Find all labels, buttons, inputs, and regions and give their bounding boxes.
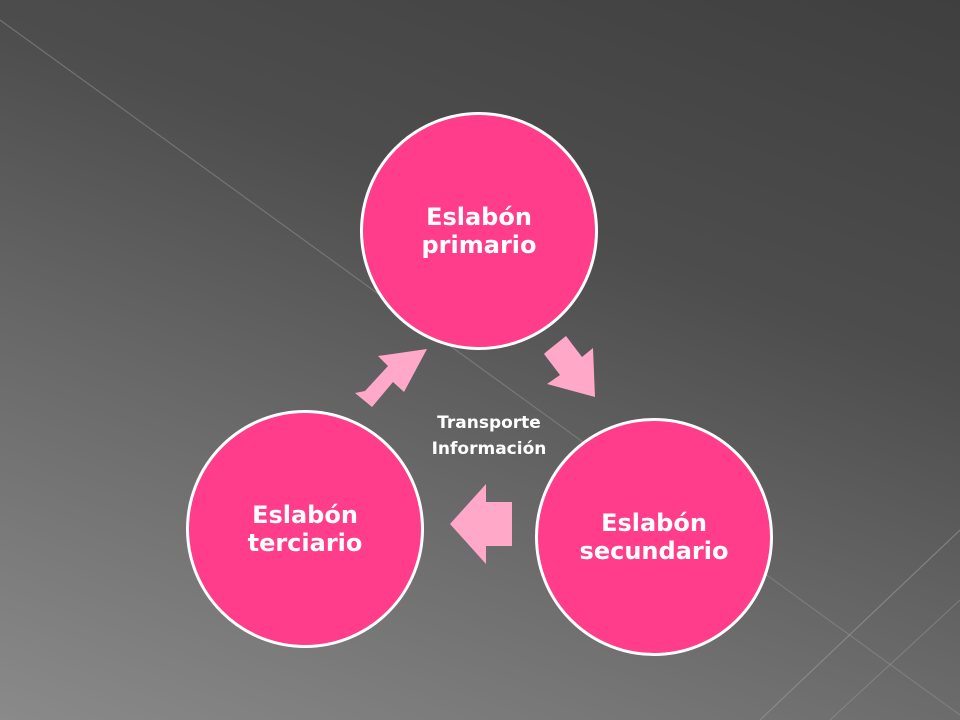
node-eslabon-terciario: Eslabón terciario xyxy=(186,410,424,648)
node-eslabon-primario: Eslabón primario xyxy=(360,112,598,350)
node-label-primario: Eslabón primario xyxy=(421,203,537,259)
node-label-terciario: Eslabón terciario xyxy=(247,501,363,557)
node-eslabon-secundario: Eslabón secundario xyxy=(535,418,773,656)
center-label: Transporte Información xyxy=(431,413,547,459)
node-label-secundario: Eslabón secundario xyxy=(579,509,729,565)
